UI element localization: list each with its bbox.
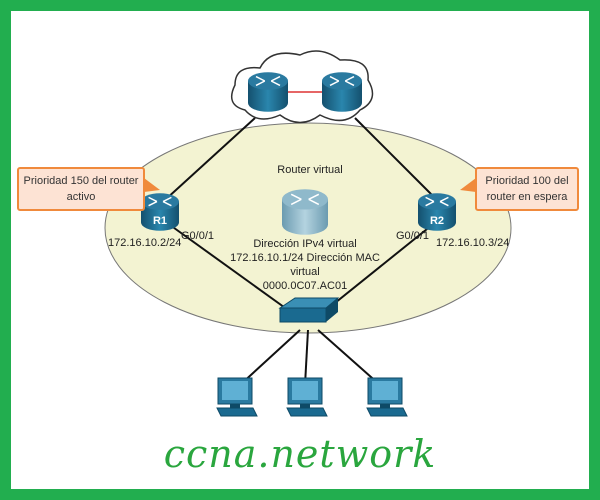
cloud-router-2-icon [322,72,362,112]
info-line: 172.16.10.1/24 Dirección MAC [230,252,380,264]
r1-interface: G0/0/1 [181,230,215,242]
r2-ip: 172.16.10.3/24 [436,237,510,249]
r2-label: R2 [429,215,445,227]
info-line: Dirección IPv4 virtual [253,238,357,250]
pc-icon [216,377,258,417]
links [164,117,438,386]
r2-priority-callout: Prioridad 100 del router en espera [475,167,579,211]
logo-ccna-network: ccna.network [163,432,437,476]
r2-router-icon [418,193,456,231]
virtual-router-info: Dirección IPv4 virtual 172.16.10.1/24 Di… [215,237,395,293]
r1-router-icon [141,193,179,231]
info-line: 0000.0C07.AC01 [262,280,348,292]
switch-icon [278,297,340,323]
r1-label: R1 [152,215,168,227]
r2-interface: G0/0/1 [396,230,430,242]
pc-icon [286,377,328,417]
r1-ip: 172.16.10.2/24 [108,237,182,249]
info-line: virtual [290,266,320,278]
cloud-router-1-icon [248,72,288,112]
virtual-router-title: Router virtual [277,164,343,176]
r1-priority-callout: Prioridad 150 del router activo [17,167,145,211]
pc-icon [366,377,408,417]
virtual-router-icon [282,189,328,235]
